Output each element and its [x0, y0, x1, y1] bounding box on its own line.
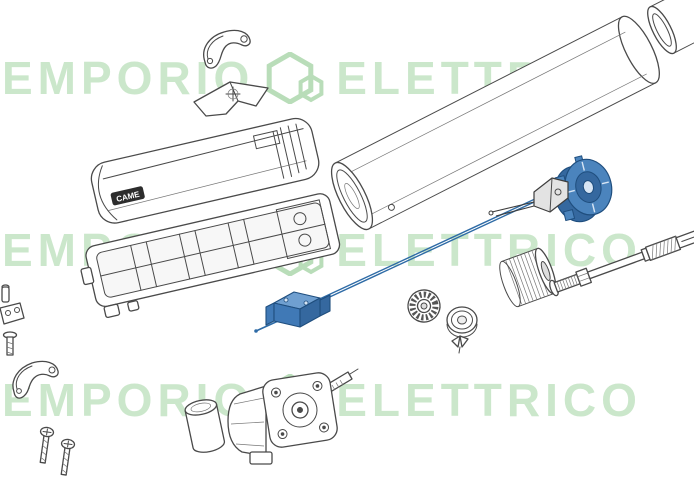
knurled-coupling	[499, 247, 557, 308]
drive-gear	[407, 289, 441, 323]
capacitor-cylinder	[184, 399, 226, 453]
rear-fork-bracket	[12, 360, 59, 399]
washer-cap	[446, 306, 478, 354]
watermark-word-right: ELETTRICO	[336, 224, 642, 276]
rear-tube-section	[647, 0, 694, 55]
wall-mount-hardware	[0, 284, 25, 356]
end-flange	[553, 155, 613, 223]
fixing-screws	[39, 426, 76, 476]
outer-tube	[330, 15, 660, 231]
gearmotor	[227, 368, 359, 465]
watermark-row: EMPORIO ELETTRICO	[2, 374, 642, 426]
limit-switch-bracket	[488, 177, 569, 217]
bottom-housing-tray	[80, 193, 341, 319]
front-fork-bracket	[203, 29, 251, 69]
limit-switch-carriage	[265, 291, 331, 328]
watermark-word-right: ELETTRICO	[336, 374, 642, 426]
rear-bracket-plate	[193, 81, 269, 117]
brand-label: CAME	[110, 186, 145, 206]
top-housing-cover: CAME	[90, 117, 320, 224]
hexagon-logo-icon	[266, 52, 324, 104]
telescopic-rod	[549, 228, 694, 297]
